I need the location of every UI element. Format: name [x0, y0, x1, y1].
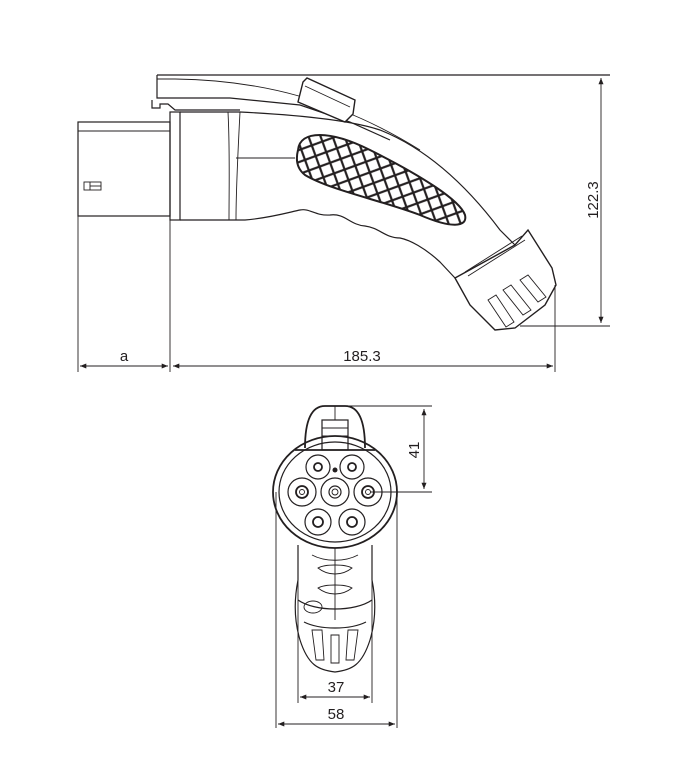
front-length-label: a	[120, 348, 129, 365]
contact-pin	[338, 508, 366, 536]
contact-pin	[304, 508, 332, 536]
dimension-widths: 37 58	[275, 492, 398, 728]
flange	[169, 111, 181, 221]
contact-pin	[339, 454, 365, 480]
grip-lattice	[295, 134, 467, 226]
contact-pins	[287, 454, 383, 536]
handle-body	[180, 111, 516, 279]
outer-width-label: 58	[328, 706, 345, 723]
contact-pin	[287, 477, 317, 507]
dimension-lengths: a 185.3	[77, 216, 556, 372]
strain-relief-nut	[454, 228, 557, 331]
side-view: 122.3 a 185.3	[77, 74, 610, 372]
latch-top	[151, 74, 610, 151]
inner-width-label: 37	[328, 679, 345, 696]
dimension-latch-height: 41	[345, 405, 432, 493]
front-handle	[294, 545, 376, 673]
contact-pin	[305, 454, 331, 480]
contact-pin	[320, 477, 350, 507]
front-view: 41 37 58	[272, 405, 432, 728]
plug-front-section	[77, 121, 171, 217]
body-length-label: 185.3	[343, 348, 381, 365]
height-label: 122.3	[585, 181, 602, 219]
latch-height-label: 41	[406, 442, 423, 459]
latch-window	[321, 419, 349, 451]
dimension-height: 122.3	[520, 78, 610, 327]
